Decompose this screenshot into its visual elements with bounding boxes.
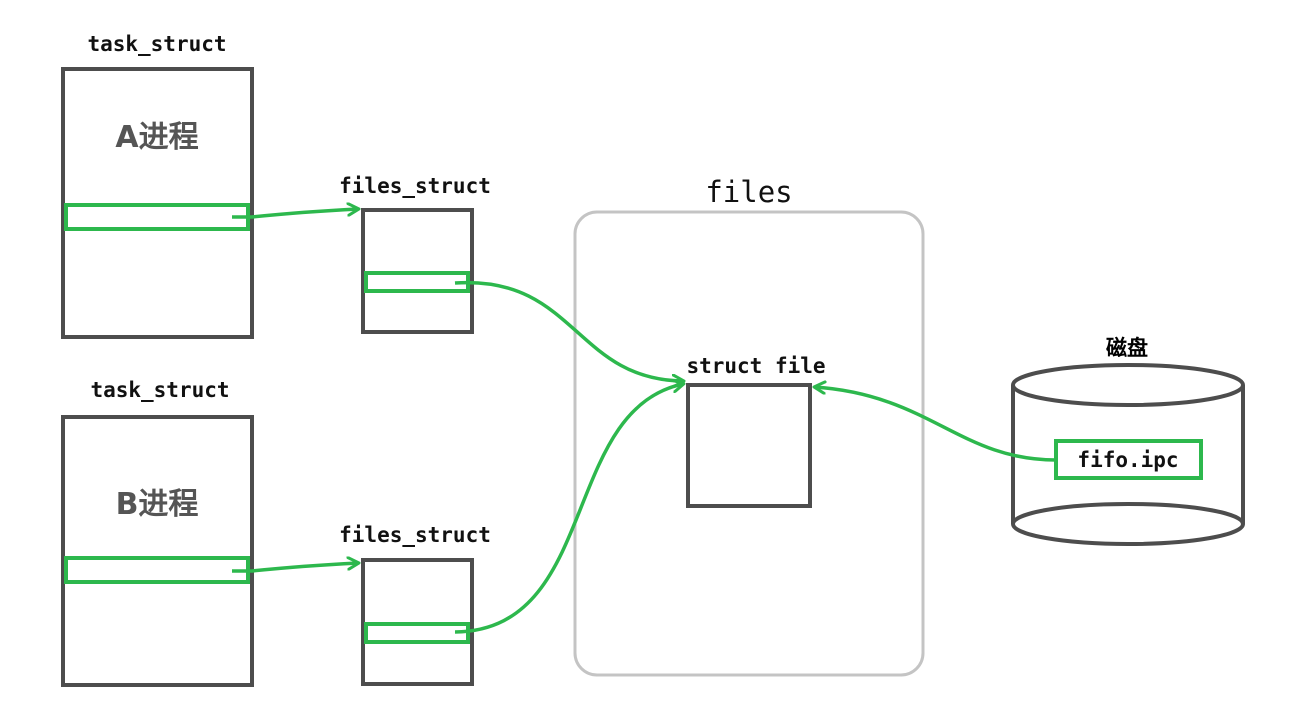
disk-top-ellipse xyxy=(1011,363,1245,407)
process-a-label: A进程 xyxy=(115,120,198,155)
task-struct-a-title: task_struct xyxy=(87,32,226,56)
fifo-file-label: fifo.ipc xyxy=(1077,448,1178,472)
files-struct-a-title: files_struct xyxy=(339,174,491,198)
struct-file-title: struct file xyxy=(686,354,825,378)
task-struct-a-files-field xyxy=(64,203,250,231)
task-struct-b-files-field xyxy=(64,556,250,584)
disk-title: 磁盘 xyxy=(1106,336,1148,360)
link-fd-a-to-struct-file xyxy=(454,280,683,381)
link-task-b-to-files-struct-b xyxy=(232,563,358,573)
files-struct-a-fd-entry xyxy=(364,271,470,293)
files-struct-b-title: files_struct xyxy=(339,523,491,547)
disk-bottom-back-arc xyxy=(1011,502,1245,525)
link-fd-b-to-struct-file xyxy=(454,384,683,634)
disk-body xyxy=(1011,385,1245,546)
files-struct-b-box xyxy=(361,558,474,686)
files-struct-b-fd-entry xyxy=(364,622,470,644)
files-region-frame xyxy=(573,210,925,677)
link-fifo-to-struct-file xyxy=(815,387,1057,462)
task-struct-b-box xyxy=(61,415,254,687)
link-task-a-to-files-struct-a xyxy=(232,209,358,219)
task-struct-b-title: task_struct xyxy=(90,378,229,402)
files-struct-a-box xyxy=(361,208,474,334)
struct-file-box xyxy=(686,383,812,508)
task-struct-a-box xyxy=(61,67,254,339)
process-b-label: B进程 xyxy=(116,487,199,522)
disk-cylinder xyxy=(1011,363,1245,546)
files-region-title: files xyxy=(705,175,792,209)
